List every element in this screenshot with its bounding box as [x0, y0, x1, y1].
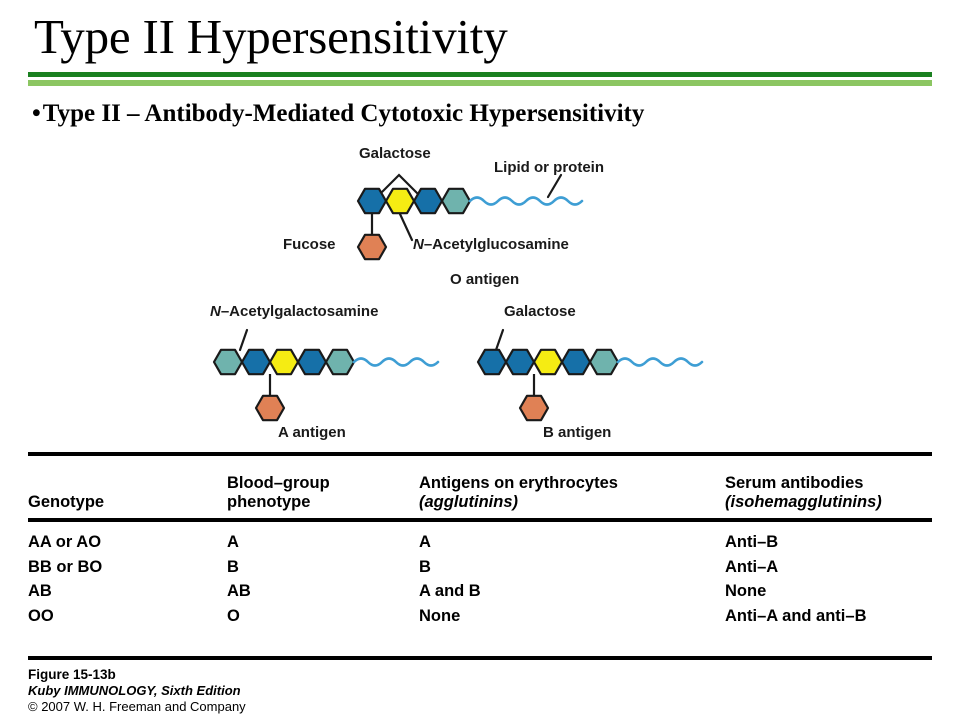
- table-header-serum-sub: (isohemagglutinins): [725, 493, 882, 511]
- b-antigen-galactose-leader: [494, 328, 505, 352]
- cell-serum: Anti–A and anti–B: [725, 606, 867, 625]
- cell-phenotype: A: [227, 533, 239, 551]
- o-antigen-lipid-leader: [546, 173, 563, 199]
- cell-antigens: A and B: [419, 582, 481, 600]
- book-title: Kuby IMMUNOLOGY, Sixth Edition: [28, 683, 241, 698]
- cell-serum: Anti–A: [725, 557, 779, 576]
- antigen-structure-svg: [212, 173, 704, 422]
- caption-o-antigen: O antigen: [450, 271, 520, 288]
- a-antigen-hex-5: [324, 348, 356, 376]
- label-n-acetylglucosamine-italic: N: [413, 236, 424, 253]
- b-antigen-hex-3: [532, 348, 564, 376]
- label-n-acetylglucosamine: N–Acetylglucosamine: [413, 236, 569, 253]
- b-antigen-hex-1-galactose: [476, 348, 508, 376]
- label-n-acetylgalactosamine-rest: –Acetylgalactosamine: [220, 303, 379, 320]
- label-n-acetylgalactosamine-italic: N: [210, 303, 221, 320]
- cell-serum: Anti–B: [725, 533, 779, 551]
- bullet-line: •Type II – Antibody-Mediated Cytotoxic H…: [32, 99, 644, 129]
- table-header-phenotype: Blood–group phenotype: [227, 454, 419, 520]
- cell-genotype: AB: [28, 582, 52, 600]
- cell-phenotype: O: [227, 606, 240, 625]
- table-header-serum-line1: Serum antibodies: [725, 474, 864, 492]
- label-n-acetylgalactosamine: N–Acetylgalactosamine: [210, 303, 378, 320]
- o-antigen-hex-fucose: [356, 233, 388, 261]
- blood-group-antigen-figure: Galactose Lipid or protein Fucose N–Acet…: [0, 135, 960, 455]
- a-antigen-hex-2: [240, 348, 272, 376]
- a-antigen-hex-1-n-acetylgalactosamine: [212, 348, 244, 376]
- cell-antigens: None: [419, 606, 461, 625]
- cell-genotype: AA or AO: [28, 533, 102, 551]
- blood-group-table: Genotype Blood–group phenotype Antigens …: [28, 452, 932, 635]
- a-antigen-hex-3: [268, 348, 300, 376]
- cell-antigens: B: [419, 557, 431, 576]
- caption-b-antigen: B antigen: [543, 424, 612, 441]
- a-antigen-lipid-wave: [352, 357, 440, 367]
- o-antigen-glcnac-leader: [398, 212, 414, 242]
- table-header-row: Genotype Blood–group phenotype Antigens …: [28, 454, 932, 520]
- b-antigen-hex-5: [588, 348, 620, 376]
- table-header-antigens-sub: (agglutinins): [419, 493, 518, 511]
- o-antigen-lipid-wave: [468, 196, 584, 206]
- table-row: AB AB A and B None: [28, 579, 932, 604]
- cell-genotype: BB or BO: [28, 557, 103, 576]
- o-antigen-hex-4: [440, 187, 472, 215]
- label-lipid-or-protein: Lipid or protein: [494, 159, 604, 176]
- b-antigen-hex-4: [560, 348, 592, 376]
- cell-phenotype: AB: [227, 582, 251, 600]
- bullet-point-icon: •: [32, 100, 41, 127]
- table-header-genotype-line2: Genotype: [28, 493, 105, 511]
- title-divider-light: [28, 80, 932, 86]
- table-header-antigens-line1: Antigens on erythrocytes: [419, 474, 618, 492]
- table-header-serum: Serum antibodies (isohemagglutinins): [725, 454, 932, 520]
- copyright: © 2007 W. H. Freeman and Company: [28, 699, 246, 714]
- b-antigen-lipid-wave: [616, 357, 704, 367]
- table-header-antigens: Antigens on erythrocytes (agglutinins): [419, 454, 725, 520]
- title-divider-dark: [28, 72, 932, 77]
- cell-antigens: A: [419, 533, 431, 551]
- bullet-text: Type II – Antibody-Mediated Cytotoxic Hy…: [42, 100, 645, 127]
- label-galactose-o: Galactose: [359, 145, 431, 162]
- label-n-acetylglucosamine-rest: –Acetylglucosamine: [423, 236, 569, 253]
- a-antigen-hex-4: [296, 348, 328, 376]
- o-antigen-hex-1-galactose: [356, 187, 388, 215]
- a-antigen-hex-fucose: [254, 394, 286, 422]
- figure-number: Figure 15-13b: [28, 667, 116, 682]
- table-header-phenotype-line1: Blood–group: [227, 474, 330, 492]
- caption-a-antigen: A antigen: [278, 424, 346, 441]
- b-antigen-hex-2: [504, 348, 536, 376]
- figure-credit: Figure 15-13b Kuby IMMUNOLOGY, Sixth Edi…: [28, 667, 246, 715]
- label-fucose: Fucose: [283, 236, 336, 253]
- table-header-genotype: Genotype: [28, 454, 227, 520]
- table-body: AA or AO A A Anti–B BB or BO B B Anti–A …: [28, 520, 932, 635]
- cell-serum: None: [725, 582, 767, 600]
- b-antigen-hex-fucose: [518, 394, 550, 422]
- o-antigen-hex-2-n-acetylglucosamine: [384, 187, 416, 215]
- label-galactose-b: Galactose: [504, 303, 576, 320]
- cell-phenotype: B: [227, 557, 239, 576]
- table-row: AA or AO A A Anti–B: [28, 520, 932, 555]
- table-header-phenotype-line2: phenotype: [227, 493, 311, 511]
- a-antigen-galnac-leader: [238, 328, 249, 352]
- cell-genotype: OO: [28, 606, 54, 625]
- table-row: BB or BO B B Anti–A: [28, 555, 932, 580]
- page-title: Type II Hypersensitivity: [34, 9, 508, 64]
- o-antigen-hex-3-galactose: [412, 187, 444, 215]
- table-row: OO O None Anti–A and anti–B: [28, 604, 932, 636]
- footer-divider: [28, 656, 932, 660]
